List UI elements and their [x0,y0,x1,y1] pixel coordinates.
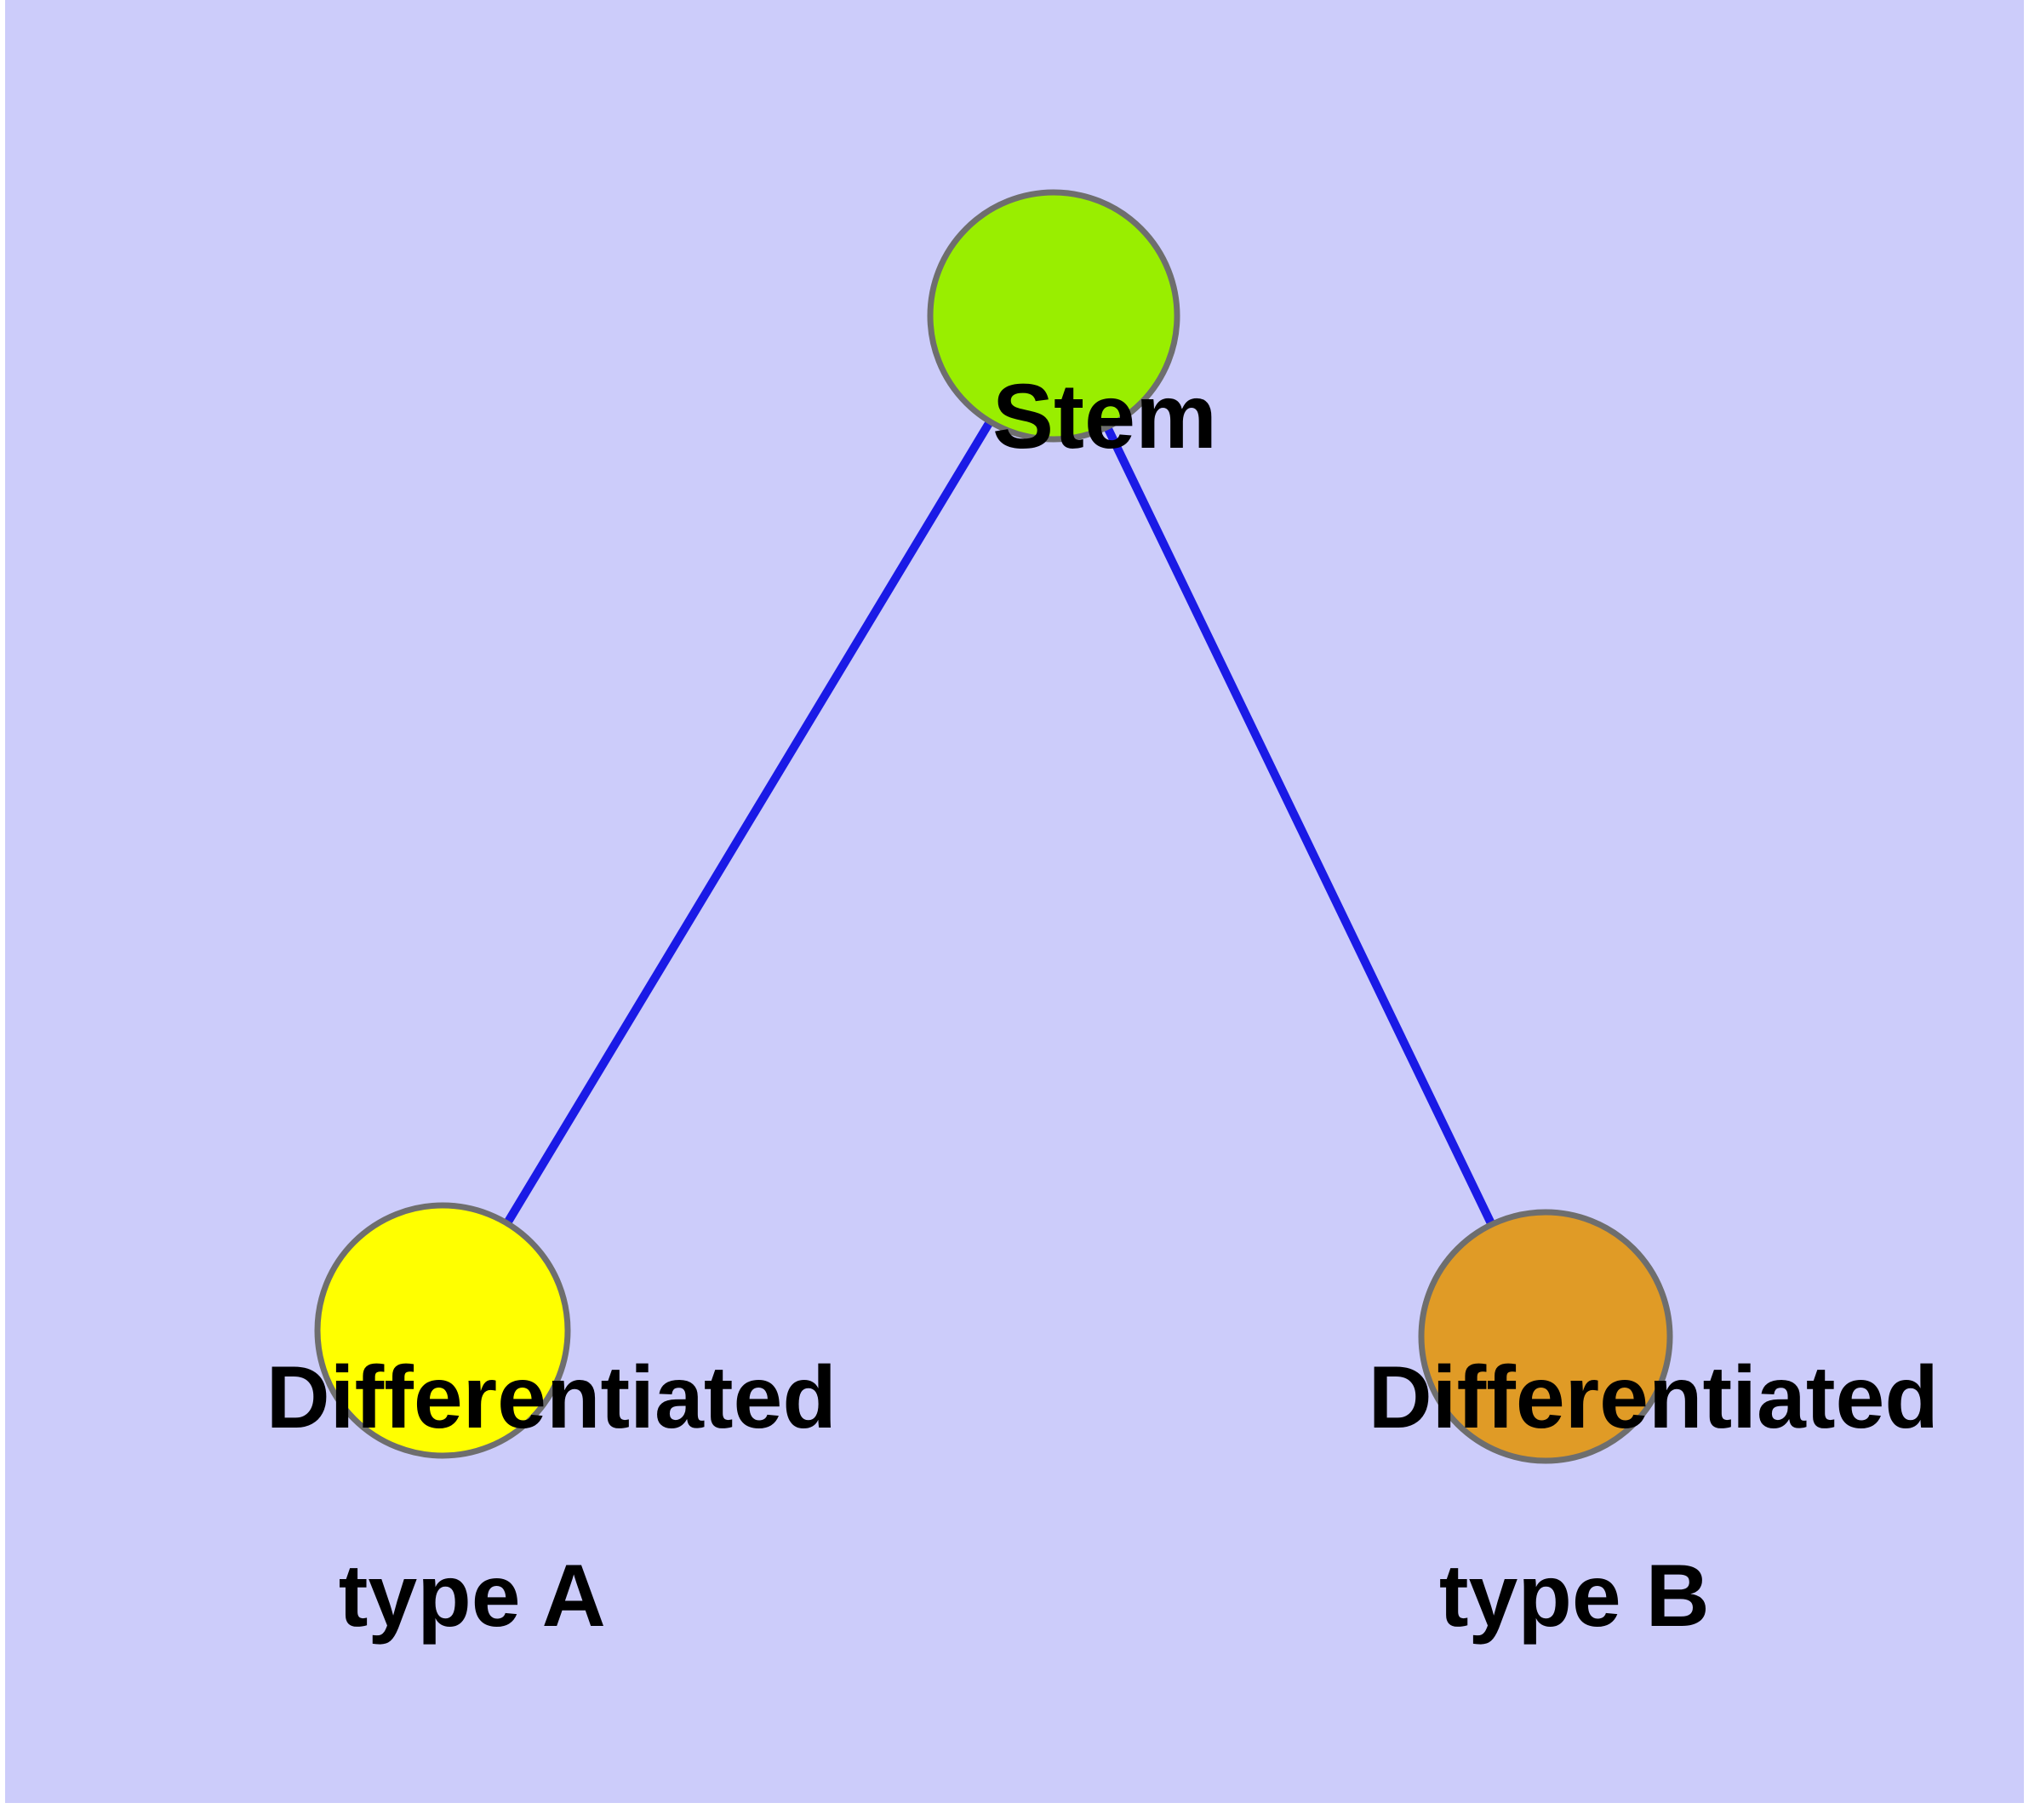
edge-stem-to-differentiated-type-a[interactable] [505,421,992,1224]
node-stem[interactable] [927,189,1180,443]
node-differentiated-type-a[interactable] [314,1202,571,1459]
node-differentiated-type-b[interactable] [1418,1209,1673,1464]
edge-stem-to-differentiated-type-b[interactable] [1104,427,1495,1224]
edge-group [505,421,1495,1224]
node-group [314,189,1673,1464]
